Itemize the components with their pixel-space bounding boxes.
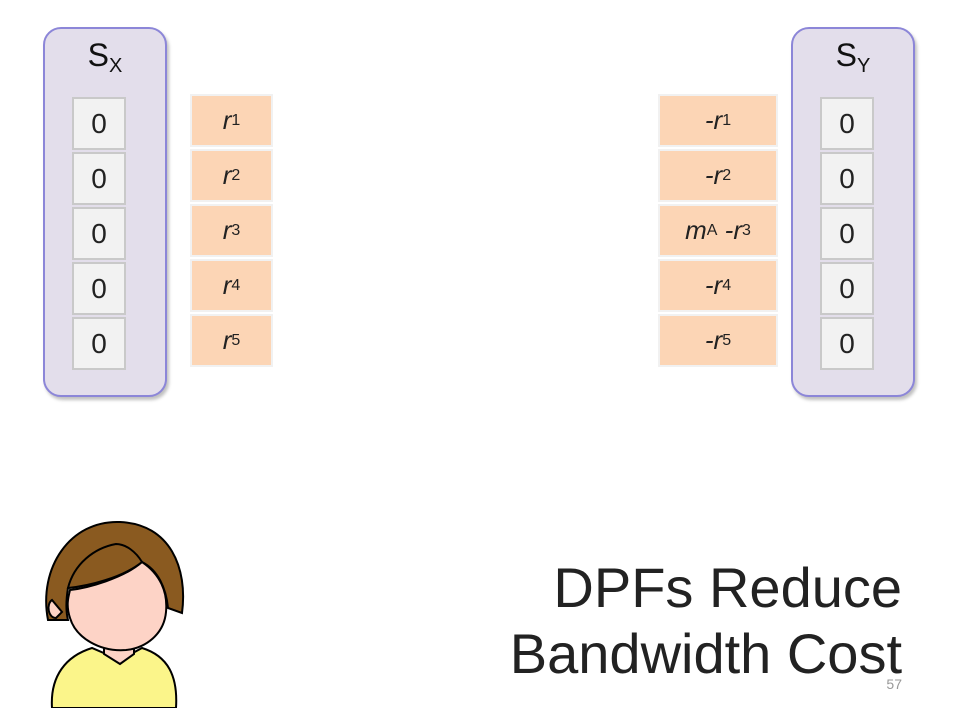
server-sy-cell: 0 <box>820 207 874 260</box>
vector-neg-sub: 4 <box>722 276 732 294</box>
server-sy: SY 0 0 0 0 0 <box>791 27 915 397</box>
vector-neg-pre: - <box>704 325 714 355</box>
vector-neg-var: r <box>713 270 723 300</box>
vector-r-sub: 5 <box>231 331 241 349</box>
vector-neg-var: r <box>713 325 723 355</box>
vector-r-var: r <box>222 160 232 190</box>
server-sy-cells: 0 0 0 0 0 <box>820 97 874 372</box>
vector-neg-pre: - <box>704 105 714 135</box>
vector-neg-sub: 2 <box>722 166 732 184</box>
vector-neg-sub: 5 <box>722 331 732 349</box>
server-sy-label: SY <box>793 37 913 78</box>
server-sx-cell: 0 <box>72 207 126 260</box>
server-sy-cell: 0 <box>820 97 874 150</box>
server-sx-cell: 0 <box>72 97 126 150</box>
vector-r-sub: 2 <box>231 166 241 184</box>
server-sx-cells: 0 0 0 0 0 <box>72 97 126 372</box>
server-sy-cell: 0 <box>820 262 874 315</box>
vector-neg-sub: 1 <box>722 111 732 129</box>
vector-neg-var: r <box>713 105 723 135</box>
vector-r-var: r <box>222 325 232 355</box>
server-sx-label-main: S <box>87 37 109 73</box>
server-sy-cell: 0 <box>820 317 874 370</box>
server-sy-cell: 0 <box>820 152 874 205</box>
vector-r-var: r <box>222 270 232 300</box>
vector-neg-var: r <box>713 160 723 190</box>
vector-neg-sub: A <box>706 221 718 239</box>
server-sx-cell: 0 <box>72 262 126 315</box>
vector-neg-tail-var: r <box>733 215 742 245</box>
vector-neg-tail-pre: - <box>717 215 734 245</box>
alice-avatar-icon <box>30 508 190 713</box>
vector-r-sub: 3 <box>231 221 241 239</box>
server-sx-label: SX <box>45 37 165 78</box>
vector-r-var: r <box>222 105 232 135</box>
vector-neg-var: m <box>685 215 707 245</box>
server-sx: SX 0 0 0 0 0 <box>43 27 167 397</box>
vector-r-sub: 1 <box>231 111 241 129</box>
server-sy-label-sub: Y <box>857 55 871 77</box>
vector-r-sub: 4 <box>231 276 241 294</box>
slide-title-line-2: Bandwidth Cost <box>509 622 902 685</box>
page-number: 57 <box>886 676 902 692</box>
server-sx-cell: 0 <box>72 317 126 370</box>
server-sx-label-sub: X <box>109 55 123 77</box>
slide-title-line-1: DPFs Reduce <box>553 556 902 619</box>
vector-neg-pre: - <box>704 160 714 190</box>
vector-r-var: r <box>222 215 232 245</box>
slide-title: DPFs Reduce Bandwidth Cost <box>510 555 902 687</box>
server-sx-cell: 0 <box>72 152 126 205</box>
server-sy-label-main: S <box>835 37 857 73</box>
vector-neg-pre: - <box>704 270 714 300</box>
vector-neg-tail-sub: 3 <box>742 221 751 239</box>
